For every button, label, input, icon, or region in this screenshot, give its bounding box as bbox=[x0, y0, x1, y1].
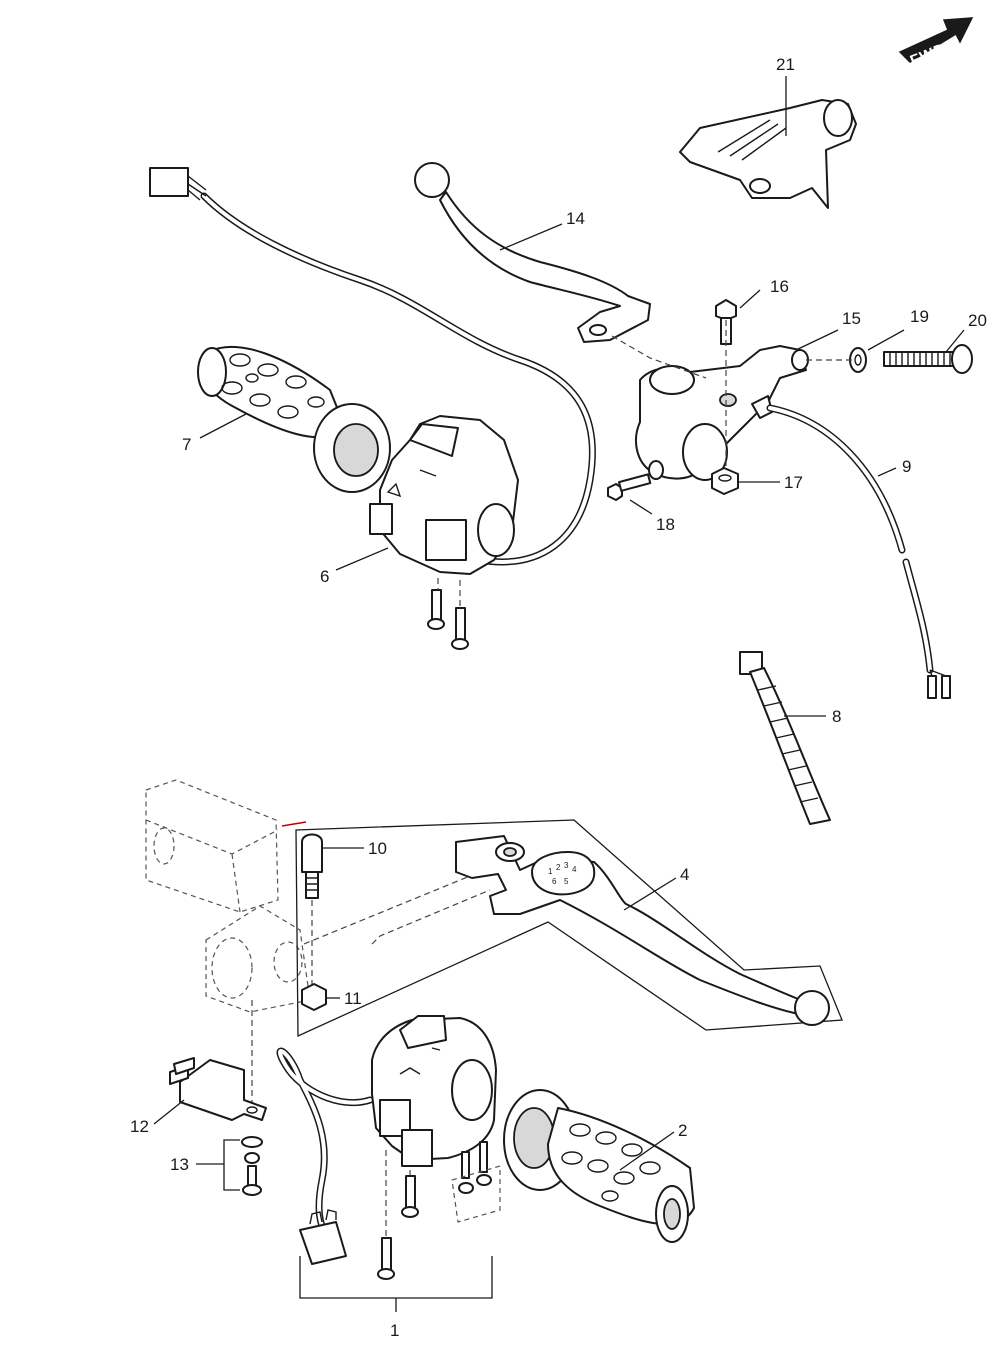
part-17-nut bbox=[711, 467, 739, 495]
part-1-group-bracket bbox=[299, 1256, 493, 1312]
callout-16: 16 bbox=[770, 277, 789, 296]
part-14-clutch-lever bbox=[414, 162, 651, 343]
part-13-screw-washers bbox=[223, 1136, 263, 1196]
lower-lever-bracket bbox=[281, 819, 843, 1038]
svg-text:4: 4 bbox=[572, 865, 577, 874]
right-switch-screws bbox=[377, 1175, 419, 1280]
callout-19: 19 bbox=[910, 307, 929, 326]
forward-direction-badge: FWD bbox=[898, 17, 974, 70]
part-11-nut bbox=[301, 983, 327, 1011]
part-6-left-switch-assembly bbox=[149, 167, 596, 575]
callout-4: 4 bbox=[680, 865, 689, 884]
callout-leader-lines bbox=[153, 76, 965, 1171]
part-8-cable-tie bbox=[739, 651, 831, 825]
callout-1: 1 bbox=[390, 1321, 399, 1340]
callout-14: 14 bbox=[566, 209, 585, 228]
upper-assembly-lines bbox=[437, 320, 852, 608]
svg-text:1: 1 bbox=[548, 867, 553, 876]
part-9-switch-cable bbox=[766, 404, 951, 699]
part-2-right-grip bbox=[503, 1089, 695, 1243]
part-21-lever-cover bbox=[679, 99, 857, 209]
svg-text:3: 3 bbox=[564, 861, 569, 870]
svg-text:6: 6 bbox=[552, 877, 557, 886]
callout-12: 12 bbox=[130, 1117, 149, 1136]
part-7-left-grip bbox=[197, 345, 391, 493]
part-4-brake-lever: 1 2 3 4 5 6 bbox=[455, 835, 830, 1026]
callout-6: 6 bbox=[320, 567, 329, 586]
callout-13: 13 bbox=[170, 1155, 189, 1174]
callout-17: 17 bbox=[784, 473, 803, 492]
part-1-right-switch-assembly bbox=[276, 1015, 497, 1265]
part-12-brake-switch bbox=[169, 1057, 267, 1121]
callout-8: 8 bbox=[832, 707, 841, 726]
callout-7: 7 bbox=[182, 435, 191, 454]
callout-2: 2 bbox=[678, 1121, 687, 1140]
adjuster-dial-marks: 1 2 3 4 5 6 bbox=[548, 861, 577, 886]
callout-9: 9 bbox=[902, 457, 911, 476]
callout-20: 20 bbox=[968, 311, 987, 330]
part-15-lever-holder bbox=[635, 345, 809, 481]
part-20-adjuster-bolt bbox=[883, 344, 973, 374]
part-18-pivot-bolt bbox=[607, 460, 664, 501]
svg-text:2: 2 bbox=[556, 863, 561, 872]
part-10-pivot-bolt bbox=[301, 833, 323, 899]
callout-21: 21 bbox=[776, 55, 795, 74]
switch-terminal-screws bbox=[451, 1141, 501, 1223]
left-switch-screws bbox=[427, 589, 469, 650]
callout-18: 18 bbox=[656, 515, 675, 534]
ghost-master-cylinder bbox=[145, 779, 311, 1013]
callout-15: 15 bbox=[842, 309, 861, 328]
callout-labels: 21 14 16 15 19 20 9 17 18 7 6 8 4 10 11 … bbox=[130, 55, 987, 1340]
part-19-washer bbox=[849, 347, 867, 373]
callout-10: 10 bbox=[368, 839, 387, 858]
forward-arrow-icon bbox=[898, 17, 974, 63]
svg-text:5: 5 bbox=[564, 877, 569, 886]
callout-11: 11 bbox=[344, 989, 362, 1008]
